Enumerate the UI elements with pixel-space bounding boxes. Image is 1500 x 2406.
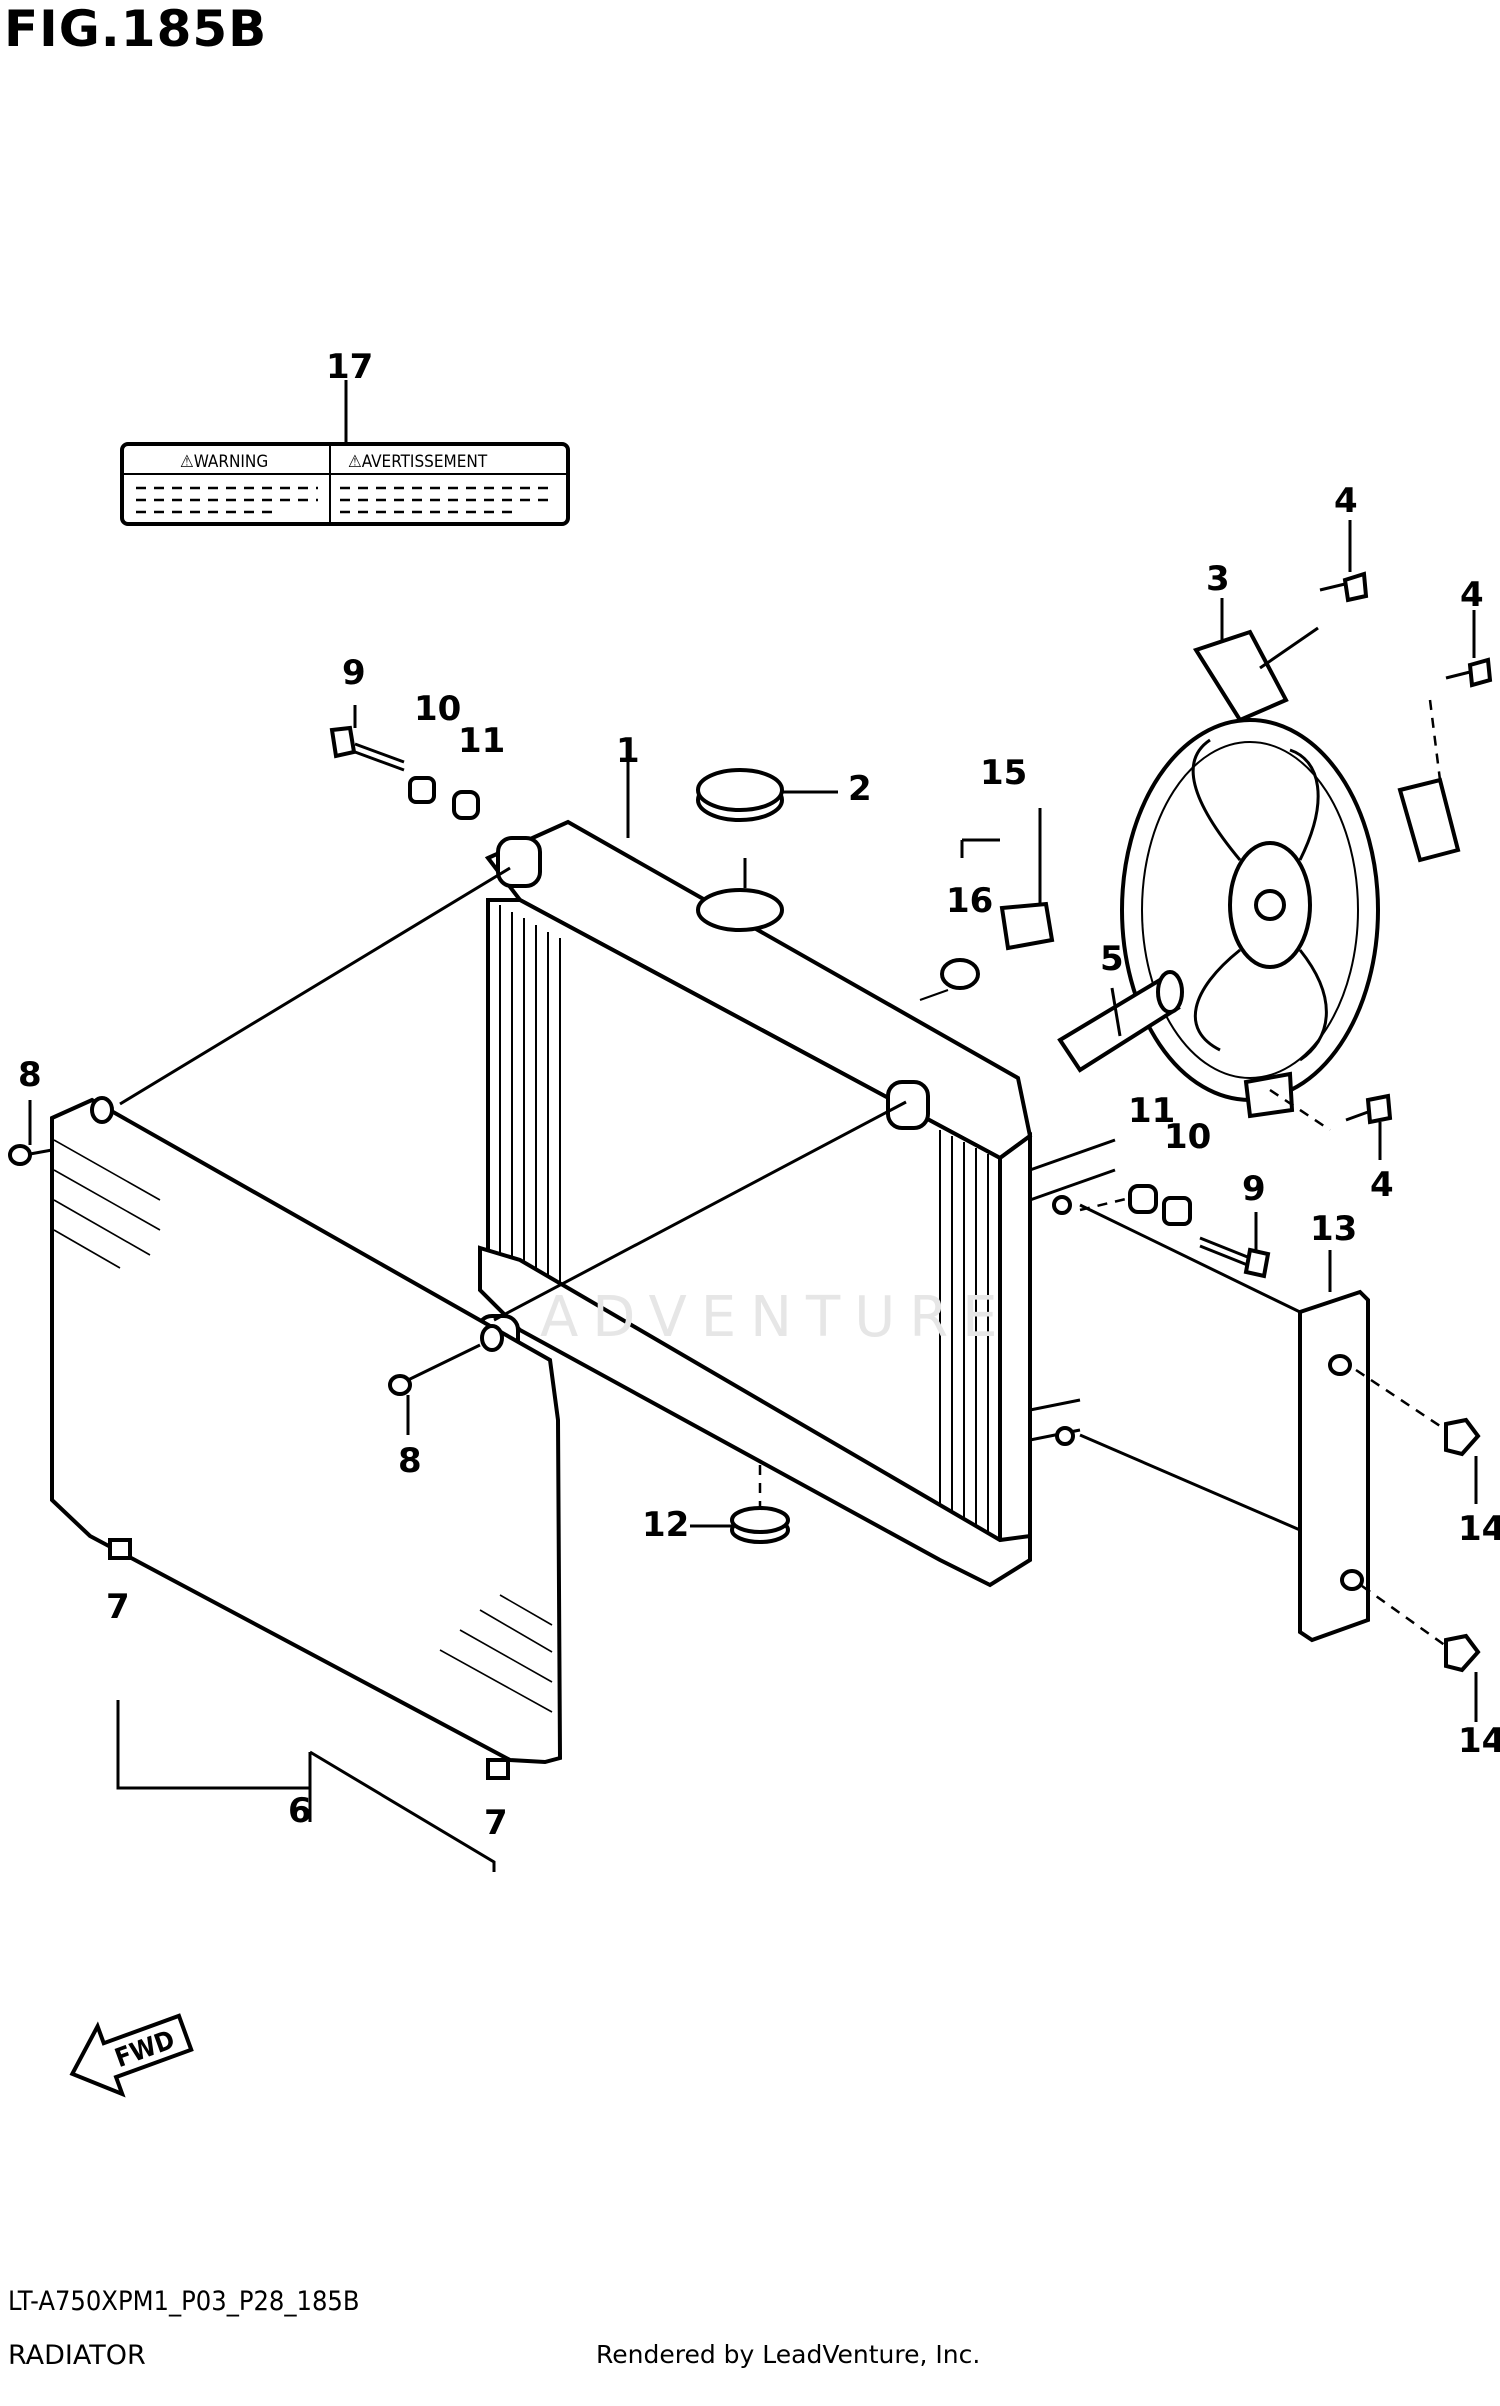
callout-2: 2 xyxy=(848,769,872,809)
assembly-name: RADIATOR xyxy=(8,2340,146,2371)
callout-5: 5 xyxy=(1100,939,1124,979)
clip-14-upper xyxy=(1355,1368,1481,1504)
warning-label-part: ⚠WARNING ⚠AVERTISSEMENT xyxy=(120,380,570,526)
callout-3: 3 xyxy=(1206,559,1230,599)
callout-1: 1 xyxy=(616,731,640,771)
callout-12: 12 xyxy=(642,1505,689,1545)
radiator-cap-part xyxy=(696,768,838,932)
grommet-11-right xyxy=(1128,1184,1158,1214)
bolt-4-bottom xyxy=(1345,1093,1393,1160)
callout-8-left: 8 xyxy=(18,1055,42,1095)
callout-10-right: 10 xyxy=(1164,1117,1211,1157)
collar-10-right xyxy=(1162,1196,1192,1226)
bolt-4-right xyxy=(1445,610,1493,688)
callout-9-right: 9 xyxy=(1242,1169,1266,1209)
callout-14-lower: 14 xyxy=(1458,1721,1500,1761)
radiator-screen-part-6 xyxy=(50,866,907,1872)
callout-17: 17 xyxy=(326,347,373,387)
screw-8-center xyxy=(388,1343,481,1435)
grommet-12 xyxy=(690,1465,790,1544)
callout-16: 16 xyxy=(946,881,993,921)
figure-title: FIG.185B xyxy=(4,0,268,58)
clip-14-lower xyxy=(1361,1584,1481,1722)
side-plate-part-13 xyxy=(1079,1203,1370,1643)
callout-9-left: 9 xyxy=(342,653,366,693)
callout-11-right: 11 xyxy=(1128,1091,1175,1131)
callout-4-bottom: 4 xyxy=(1370,1165,1394,1205)
forward-arrow-icon: FWD xyxy=(69,2013,194,2098)
bolt-9-right xyxy=(1199,1212,1271,1279)
warning-text: ⚠WARNING xyxy=(180,452,268,472)
model-code: LT-A750XPM1_P03_P28_185B xyxy=(8,2286,360,2317)
callout-6: 6 xyxy=(288,1791,312,1831)
collar-10-left xyxy=(408,776,436,804)
callout-labels: 17 4 3 4 9 10 11 1 2 15 16 5 8 11 10 4 9… xyxy=(18,347,1500,1843)
callout-4-right: 4 xyxy=(1460,575,1484,615)
callout-15: 15 xyxy=(980,753,1027,793)
thermo-switch-part xyxy=(919,808,1055,1001)
bolt-4-top xyxy=(1319,520,1369,603)
callout-4-top: 4 xyxy=(1334,481,1358,521)
bolt-9-left xyxy=(329,705,405,772)
callout-10-left: 10 xyxy=(414,689,461,729)
rendered-by: Rendered by LeadVenture, Inc. xyxy=(596,2340,981,2369)
callout-8-center: 8 xyxy=(398,1441,422,1481)
callout-7-right: 7 xyxy=(484,1803,508,1843)
callout-7-left: 7 xyxy=(106,1587,130,1627)
avertissement-text: ⚠AVERTISSEMENT xyxy=(348,452,488,472)
callout-11-left: 11 xyxy=(458,721,505,761)
clip-7-left xyxy=(108,1538,132,1560)
screw-8-left xyxy=(8,1100,53,1166)
cooling-fan-part xyxy=(1120,598,1461,1132)
fan-hose-part-5 xyxy=(1057,970,1184,1073)
callout-14-upper: 14 xyxy=(1458,1509,1500,1549)
watermark: ADVENTURE xyxy=(540,1285,1012,1350)
callout-13: 13 xyxy=(1310,1209,1357,1249)
radiator-core-part xyxy=(476,750,1116,1588)
grommet-11-left xyxy=(452,790,480,820)
clip-7-right xyxy=(486,1758,510,1780)
